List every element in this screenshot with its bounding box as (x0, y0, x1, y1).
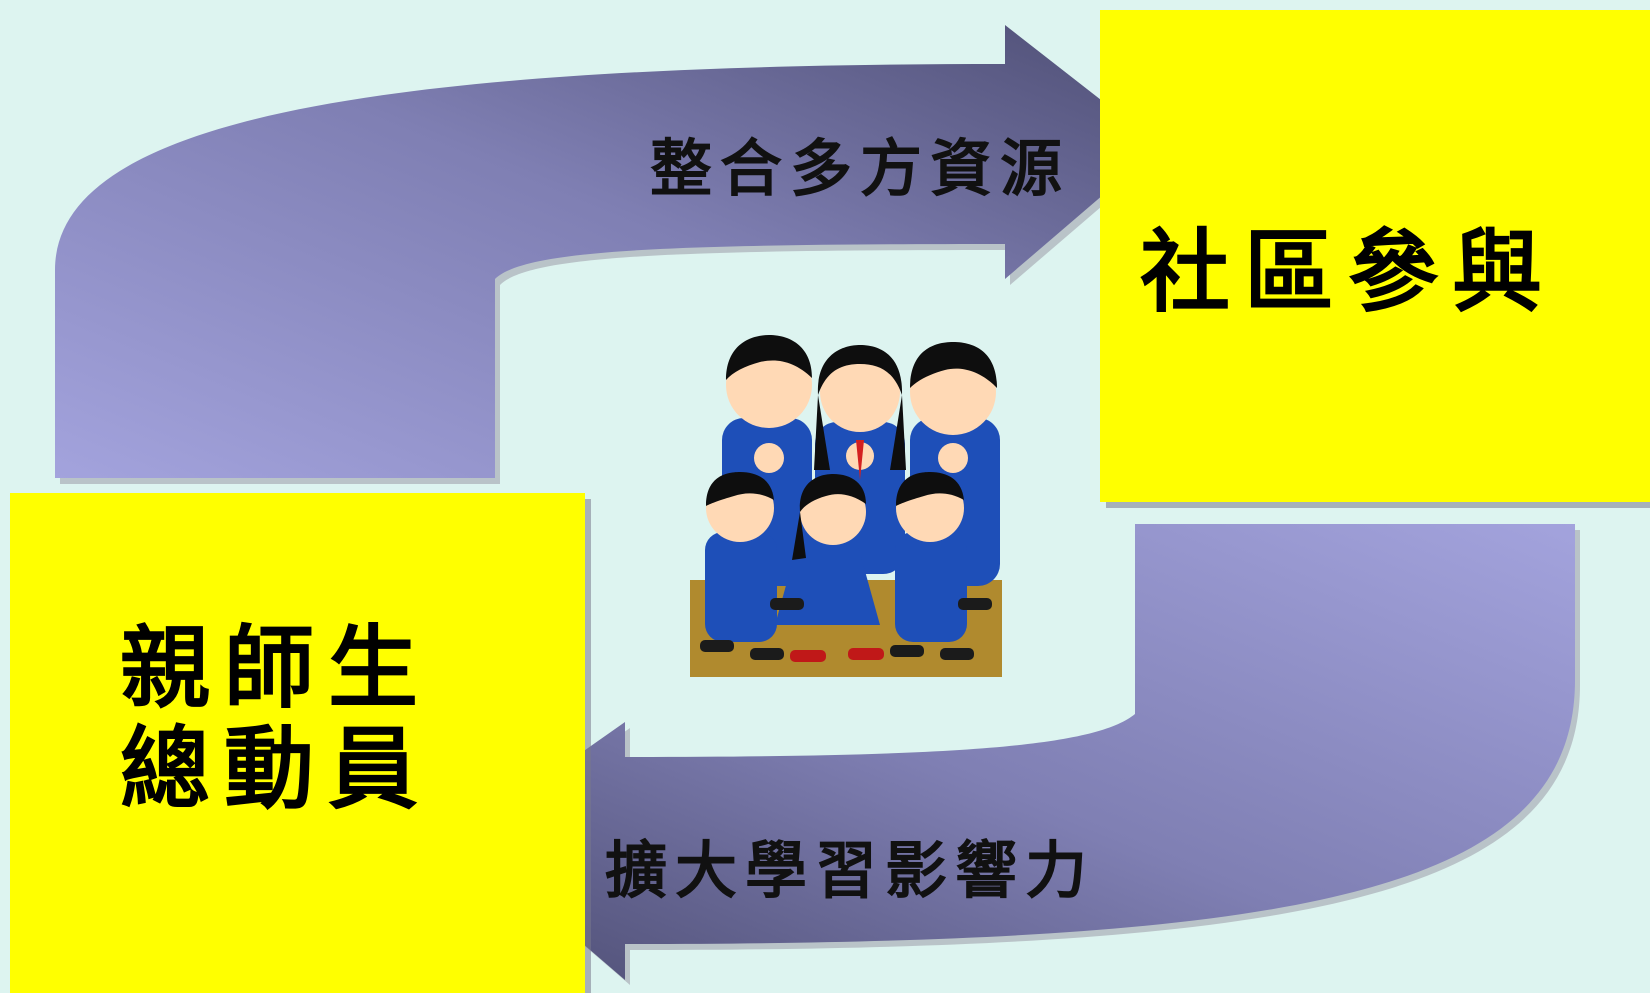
arrow-top (55, 25, 1160, 478)
arrow-bottom (460, 524, 1575, 980)
students-group-icon (690, 335, 1002, 677)
expand-learning-impact-label: 擴大學習影響力 (605, 834, 1096, 907)
parents-teachers-students-box: 親師生 總動員 (10, 493, 585, 993)
community-participation-box: 社區參與 (1100, 10, 1650, 502)
parents-teachers-students-label: 親師生 總動員 (120, 615, 432, 822)
community-participation-label: 社區參與 (1140, 219, 1556, 325)
integrate-resources-label: 整合多方資源 (650, 132, 1071, 205)
